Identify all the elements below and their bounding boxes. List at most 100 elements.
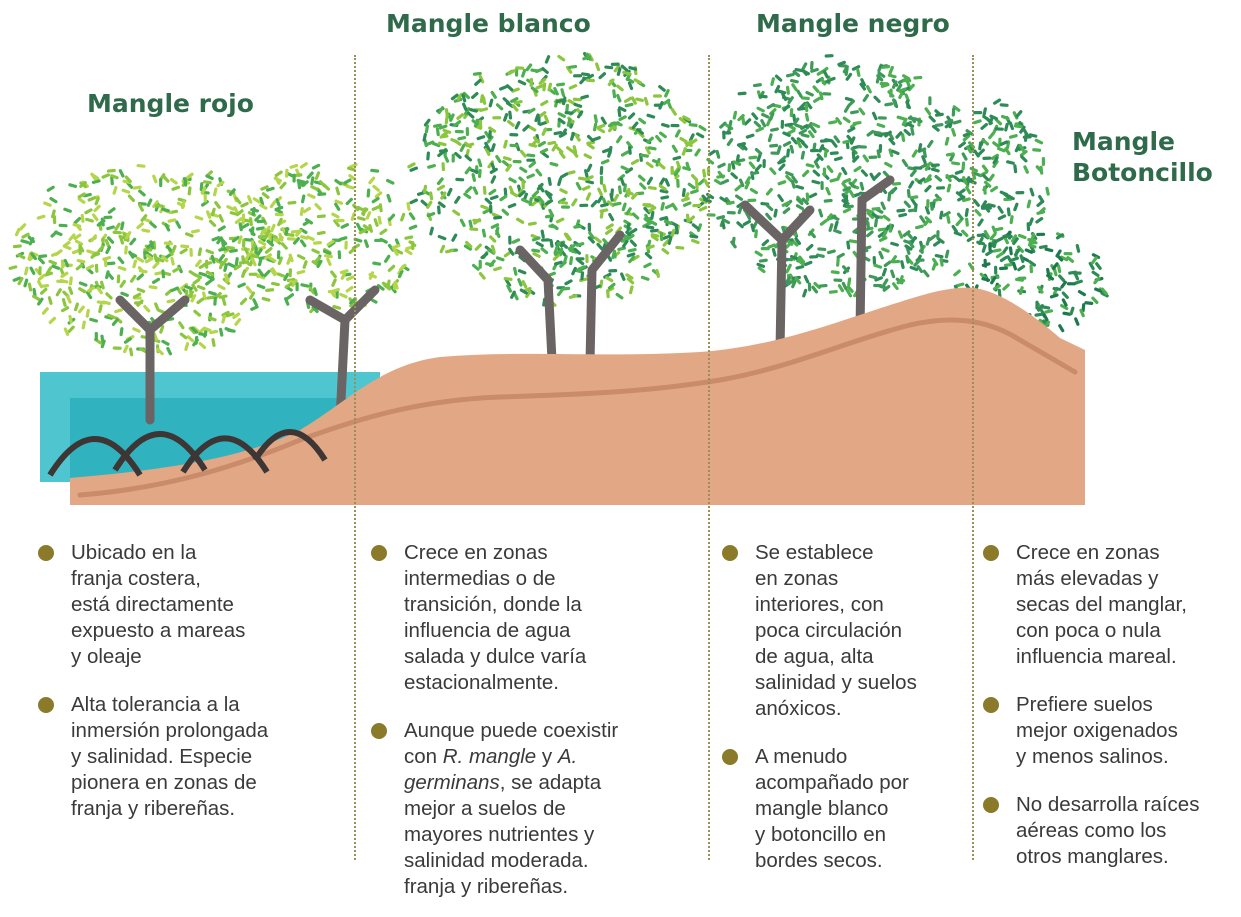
leaf-stroke bbox=[598, 72, 607, 80]
leaf-stroke bbox=[273, 176, 282, 183]
leaf-stroke bbox=[859, 82, 867, 91]
leaf-stroke bbox=[100, 280, 105, 290]
leaf-stroke bbox=[946, 183, 952, 193]
leaf-stroke bbox=[756, 262, 766, 268]
leaf-stroke bbox=[902, 79, 912, 83]
leaf-stroke bbox=[488, 98, 494, 108]
leaf-stroke bbox=[585, 254, 589, 264]
leaf-stroke bbox=[472, 218, 482, 223]
leaf-stroke bbox=[44, 271, 53, 277]
leaf-stroke bbox=[951, 161, 961, 166]
leaf-stroke bbox=[741, 116, 746, 126]
leaf-stroke bbox=[896, 115, 906, 121]
leaf-stroke bbox=[75, 263, 84, 271]
leaf-stroke bbox=[627, 145, 632, 155]
leaf-stroke bbox=[616, 67, 622, 76]
leaf-stroke bbox=[862, 154, 870, 163]
leaf-stroke bbox=[615, 292, 624, 300]
leaf-stroke bbox=[462, 91, 471, 100]
leaf-stroke bbox=[1044, 309, 1054, 314]
leaf-stroke bbox=[572, 97, 582, 102]
leaf-stroke bbox=[489, 204, 493, 214]
leaf-stroke bbox=[625, 189, 634, 196]
leaf-stroke bbox=[1032, 148, 1042, 152]
leaf-stroke bbox=[1045, 186, 1050, 196]
leaf-stroke bbox=[633, 78, 642, 85]
leaf-stroke bbox=[829, 177, 839, 183]
leaf-stroke bbox=[164, 223, 171, 232]
leaf-stroke bbox=[874, 276, 883, 282]
leaf-stroke bbox=[944, 118, 954, 125]
leaf-stroke bbox=[566, 170, 576, 175]
leaf-stroke bbox=[945, 174, 952, 183]
leaf-stroke bbox=[218, 327, 224, 337]
leaf-stroke bbox=[980, 200, 988, 209]
leaf-stroke bbox=[208, 290, 217, 296]
zone-column-mangle-negro: Se establece en zonas interiores, con po… bbox=[721, 540, 971, 874]
leaf-stroke bbox=[648, 206, 657, 213]
leaf-stroke bbox=[732, 110, 738, 120]
leaf-stroke bbox=[463, 192, 472, 200]
leaf-stroke bbox=[850, 110, 859, 115]
leaf-stroke bbox=[573, 74, 583, 78]
leaf-stroke bbox=[626, 77, 635, 84]
leaf-stroke bbox=[1063, 252, 1073, 256]
leaf-stroke bbox=[17, 276, 24, 286]
leaf-stroke bbox=[507, 203, 517, 209]
leaf-stroke bbox=[155, 256, 165, 263]
leaf-stroke bbox=[37, 297, 44, 306]
leaf-stroke bbox=[453, 120, 462, 127]
bullet-dot-icon bbox=[983, 545, 999, 561]
leaf-stroke bbox=[576, 258, 585, 266]
leaf-stroke bbox=[883, 260, 892, 268]
leaf-stroke bbox=[785, 174, 793, 183]
leaf-stroke bbox=[241, 213, 246, 223]
leaf-stroke bbox=[161, 339, 170, 346]
leaf-stroke bbox=[904, 244, 913, 251]
leaf-stroke bbox=[626, 277, 635, 285]
leaf-stroke bbox=[685, 139, 693, 148]
leaf-stroke bbox=[1056, 264, 1062, 274]
leaf-stroke bbox=[356, 205, 365, 212]
leaf-stroke bbox=[699, 197, 708, 204]
leaf-stroke bbox=[306, 171, 314, 180]
leaf-stroke bbox=[990, 153, 999, 160]
leaf-stroke bbox=[1003, 234, 1013, 239]
leaf-stroke bbox=[117, 256, 125, 265]
leaf-stroke bbox=[265, 288, 275, 292]
leaf-stroke bbox=[915, 224, 924, 230]
leaf-stroke bbox=[469, 108, 478, 113]
leaf-stroke bbox=[302, 260, 308, 269]
leaf-stroke bbox=[512, 159, 522, 164]
leaf-stroke bbox=[551, 143, 558, 152]
leaf-stroke bbox=[507, 69, 516, 76]
leaf-stroke bbox=[605, 276, 614, 283]
leaf-stroke bbox=[901, 133, 906, 142]
leaf-stroke bbox=[982, 107, 987, 117]
leaf-stroke bbox=[1029, 264, 1033, 274]
leaf-stroke bbox=[1028, 260, 1037, 267]
leaf-stroke bbox=[531, 236, 541, 242]
leaf-stroke bbox=[125, 231, 132, 240]
leaf-stroke bbox=[594, 236, 602, 244]
bullet-text: Crece en zonas más elevadas y secas del … bbox=[1016, 541, 1187, 668]
leaf-stroke bbox=[426, 151, 430, 161]
leaf-stroke bbox=[808, 130, 815, 139]
leaf-stroke bbox=[771, 247, 777, 257]
leaf-stroke bbox=[1000, 114, 1010, 121]
leaf-stroke bbox=[221, 257, 228, 266]
leaf-stroke bbox=[486, 135, 494, 144]
leaf-stroke bbox=[515, 66, 525, 70]
leaf-stroke bbox=[997, 288, 1002, 298]
leaf-stroke bbox=[625, 167, 634, 174]
leaf-stroke bbox=[573, 224, 583, 229]
leaf-stroke bbox=[189, 247, 193, 257]
leaf-stroke bbox=[466, 111, 475, 119]
leaf-stroke bbox=[577, 110, 584, 119]
leaf-stroke bbox=[646, 239, 652, 249]
leaf-stroke bbox=[1077, 289, 1087, 297]
leaf-stroke bbox=[803, 260, 813, 267]
leaf-stroke bbox=[237, 282, 246, 289]
leaf-stroke bbox=[60, 306, 70, 313]
leaf-stroke bbox=[789, 108, 794, 118]
